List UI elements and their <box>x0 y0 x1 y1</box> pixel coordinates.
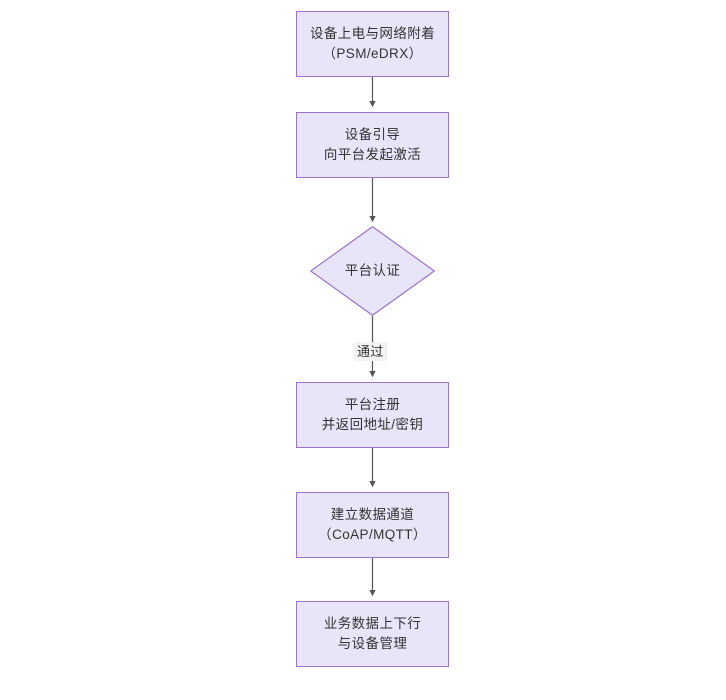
node-platform-register-line-1: 平台注册 <box>344 397 401 412</box>
node-platform-auth-label: 平台认证 <box>344 263 401 278</box>
node-data-channel[interactable]: 建立数据通道 （CoAP/MQTT） <box>296 492 449 558</box>
node-power-on-line-1: 设备上电与网络附着 <box>309 26 436 41</box>
node-data-channel-line-1: 建立数据通道 <box>330 507 415 522</box>
diamond-shape <box>310 226 435 316</box>
node-platform-register[interactable]: 平台注册 并返回地址/密钥 <box>296 382 449 448</box>
node-business-data[interactable]: 业务数据上下行 与设备管理 <box>296 601 449 667</box>
node-business-data-line-2: 与设备管理 <box>337 636 408 651</box>
node-platform-register-line-2: 并返回地址/密钥 <box>321 417 424 432</box>
node-business-data-line-1: 业务数据上下行 <box>323 616 422 631</box>
node-bootstrap[interactable]: 设备引导 向平台发起激活 <box>296 112 449 178</box>
node-bootstrap-line-1: 设备引导 <box>344 127 401 142</box>
node-data-channel-line-2: （CoAP/MQTT） <box>318 527 427 542</box>
edge-label-pass: 通过 <box>354 342 387 361</box>
node-power-on[interactable]: 设备上电与网络附着 （PSM/eDRX） <box>296 11 449 77</box>
node-power-on-line-2: （PSM/eDRX） <box>322 46 423 61</box>
node-bootstrap-line-2: 向平台发起激活 <box>323 147 422 162</box>
node-platform-auth[interactable]: 平台认证 <box>310 226 435 316</box>
